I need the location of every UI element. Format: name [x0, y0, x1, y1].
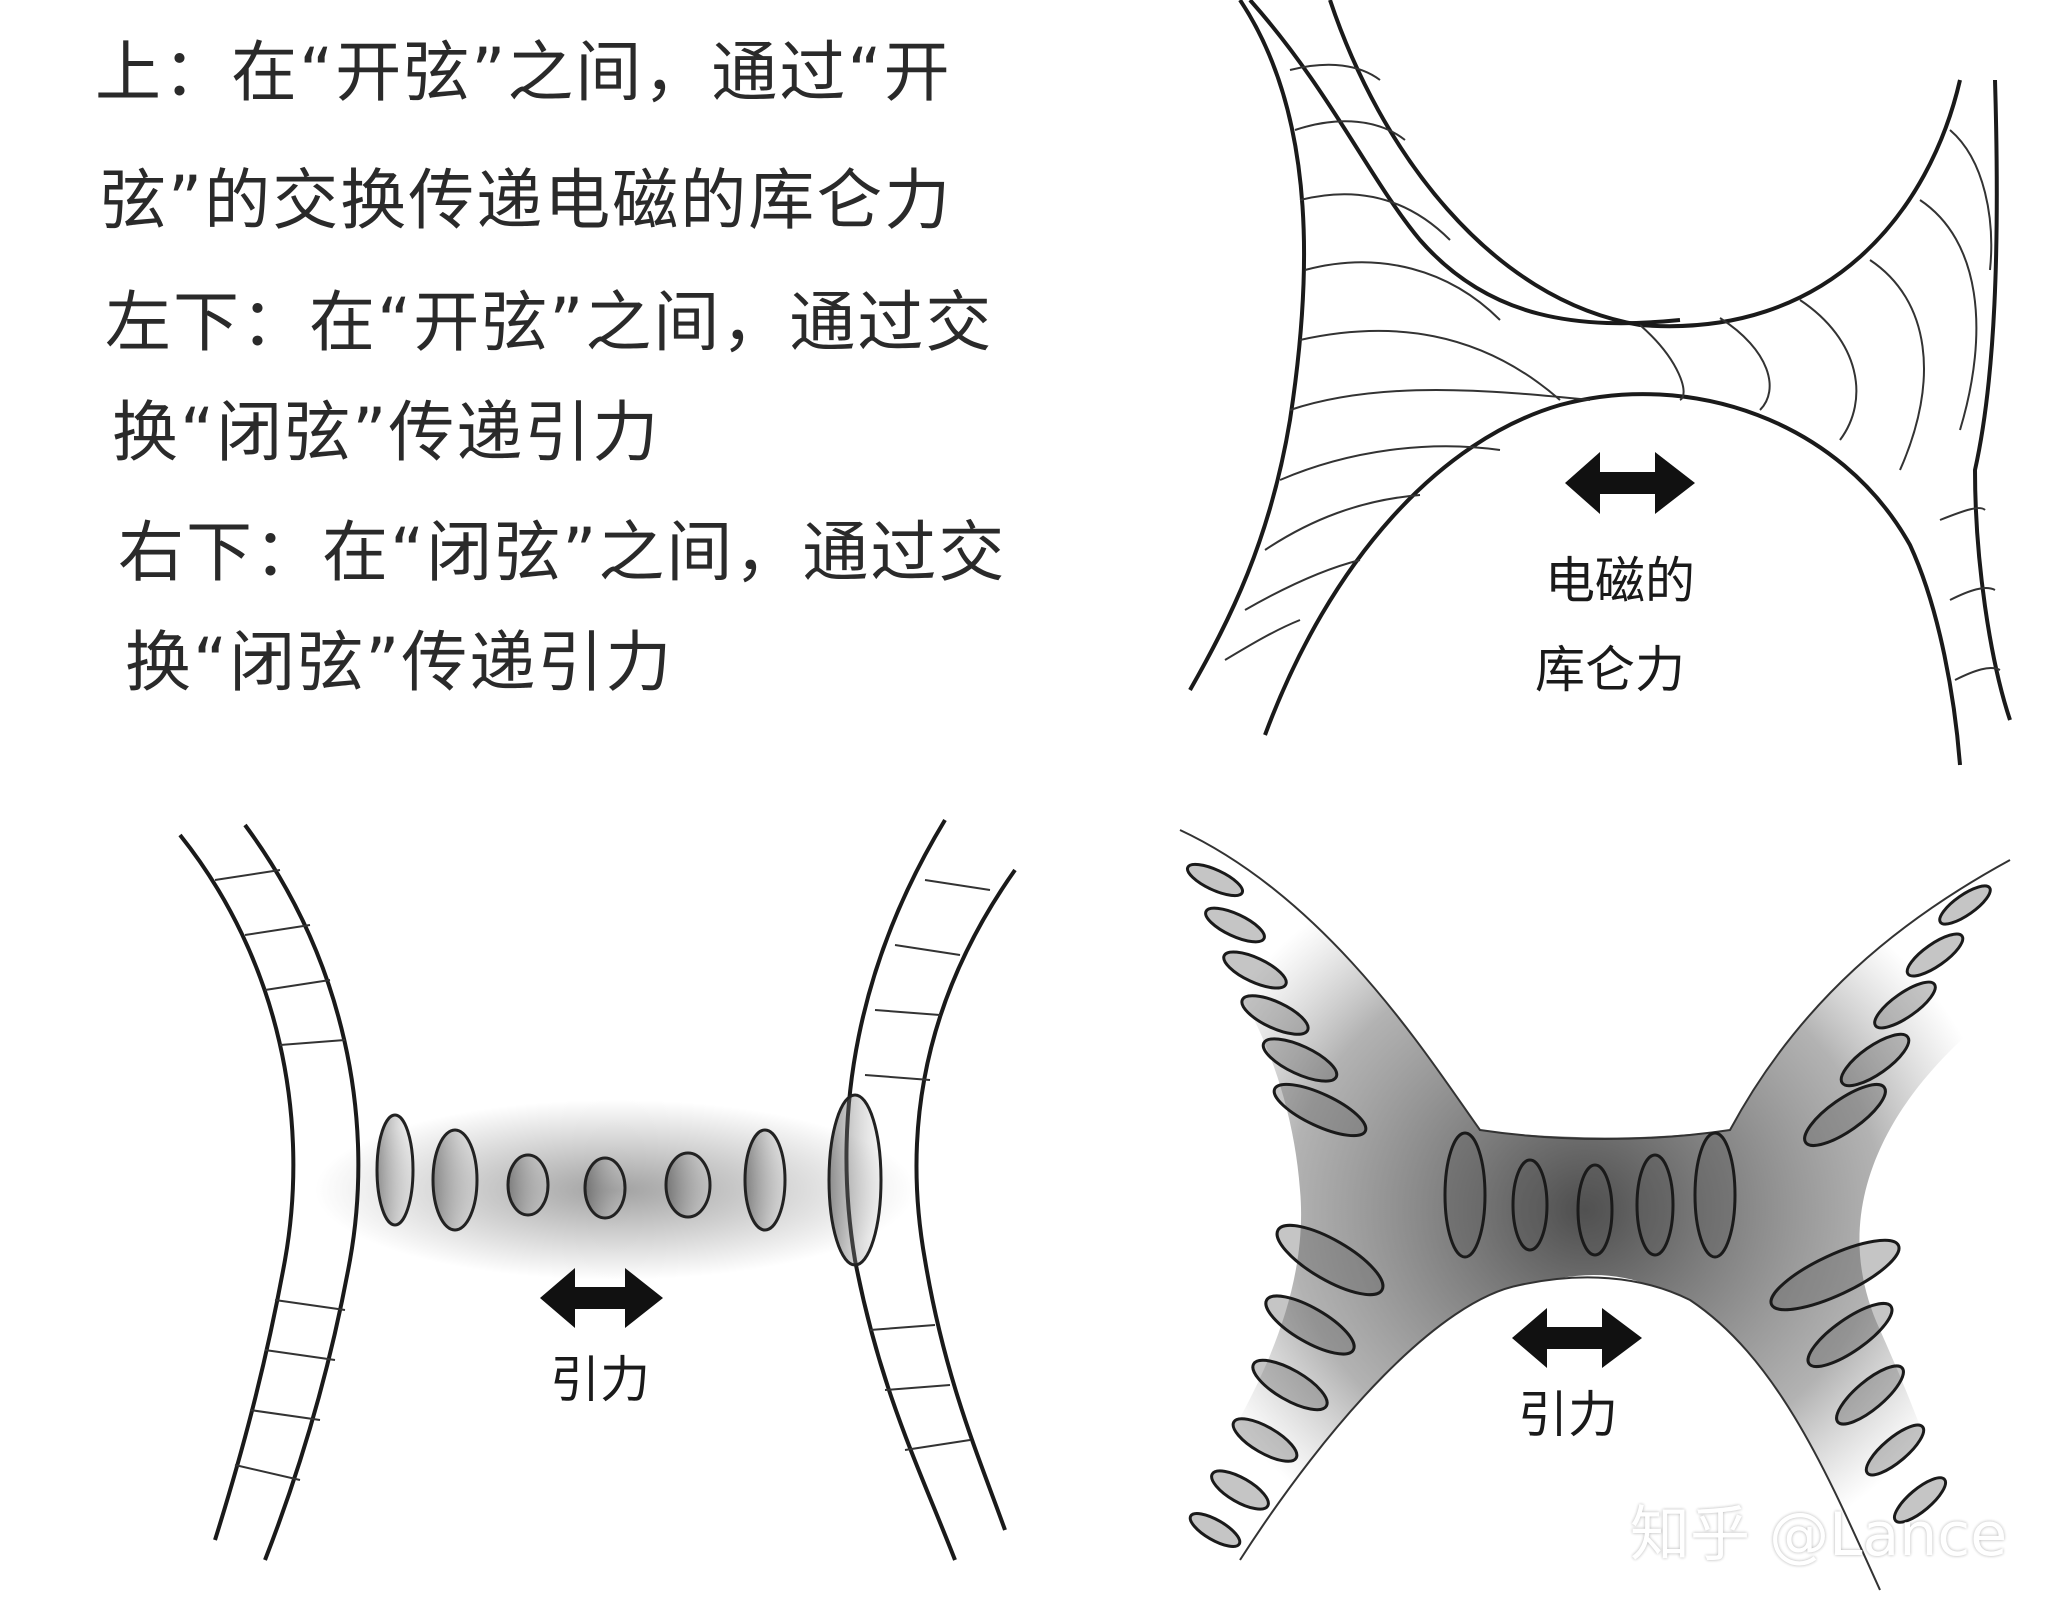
coulomb-force-arrow-icon: [1565, 452, 1695, 514]
caption-bottom-right-line1: 右下：在“闭弦”之间，通过交: [118, 514, 1007, 591]
closed-string-loop: [1511, 1158, 1549, 1252]
closed-string-loop: [1443, 1131, 1487, 1259]
closed-string-loop: [827, 1093, 883, 1267]
right-strip-rungs: [864, 879, 991, 1451]
left-strip-outer-edge: [178, 833, 296, 1541]
closed-string-loop: [431, 1128, 479, 1232]
lower-worldsheet-arc: [1263, 392, 1962, 766]
left-strip-inner-edge: [243, 823, 361, 1561]
upper-worldsheet-edge-left: [1248, 0, 1681, 326]
gravity-arrow-icon: [540, 1268, 663, 1328]
closed-string-loop: [1864, 1423, 1926, 1477]
closed-string-loop: [1264, 1294, 1356, 1356]
closed-string-loop: [1272, 1082, 1368, 1138]
closed-string-loops: [375, 1093, 883, 1267]
closed-string-loop: [1576, 1163, 1614, 1257]
caption-top-line2: 弦”的交换传递电磁的库仑力: [100, 162, 953, 239]
watermark: 知乎 @Lance: [1630, 1500, 2008, 1570]
closed-string-loop: [1231, 1417, 1299, 1463]
closed-string-loop: [664, 1151, 712, 1219]
closed-string-loop: [1204, 906, 1266, 944]
right-strip-outer-edge: [1972, 79, 2012, 721]
closed-string-loop: [1835, 1364, 1905, 1426]
closed-string-loop: [1275, 1223, 1385, 1297]
caption-top-line1: 上：在“开弦”之间，通过“开: [95, 34, 952, 111]
closed-string-loop: [506, 1153, 550, 1217]
closed-string-loop: [1240, 994, 1310, 1036]
closed-string-loop: [1261, 1037, 1339, 1083]
closed-string-loop: [1188, 1512, 1242, 1548]
closed-string-loop: [743, 1128, 787, 1232]
bottom-right-closed-string-panel: [1160, 829, 2011, 1591]
caption-bottom-right-line2: 换“闭弦”传递引力: [125, 624, 674, 701]
top-right-open-string-panel: [1188, 0, 2012, 766]
closed-string-loop: [1769, 1238, 1901, 1312]
caption-bottom-left-line2: 换“闭弦”传递引力: [112, 394, 661, 471]
closed-string-loop: [1251, 1358, 1329, 1412]
closed-string-loop: [1839, 1032, 1911, 1088]
closed-string-loops: [1185, 862, 1992, 1548]
left-strip-outer-edge: [1188, 0, 1307, 691]
gravity-arrow-icon: [1512, 1308, 1642, 1368]
gravity-label-bottom-right: 引力: [1518, 1386, 1618, 1444]
bottom-left-closed-string-exchange-panel: [178, 818, 1017, 1561]
gravity-label-bottom-left: 引力: [550, 1351, 650, 1409]
closed-string-loop: [1905, 932, 1965, 978]
coulomb-force-label-line1: 电磁的: [1545, 552, 1695, 610]
closed-string-loop: [1210, 1469, 1270, 1511]
closed-string-loop: [375, 1113, 415, 1227]
right-strip-outer-edge: [914, 868, 1017, 1531]
worldsheet-lower-arc: [1239, 1276, 1881, 1591]
closed-string-loop: [1185, 862, 1245, 898]
left-strip-rungs: [214, 869, 346, 1481]
closed-string-loop: [1803, 1083, 1887, 1147]
closed-string-loop: [1873, 980, 1937, 1030]
closed-string-loop: [1635, 1153, 1675, 1257]
caption-bottom-left-line1: 左下：在“开弦”之间，通过交: [105, 284, 994, 361]
closed-string-loop: [583, 1156, 627, 1220]
closed-string-loop: [1892, 1476, 1948, 1524]
worldsheet-upper-arc: [1179, 829, 2011, 1140]
upper-worldsheet-inner-arc: [1328, 0, 1962, 329]
coulomb-force-label-line2: 库仑力: [1535, 641, 1685, 699]
open-string-field-lines: [1224, 63, 2001, 681]
closed-string-loop: [1938, 884, 1992, 926]
closed-string-loop: [1806, 1301, 1894, 1369]
closed-string-loop: [1693, 1131, 1737, 1259]
closed-string-loop: [1222, 950, 1288, 990]
